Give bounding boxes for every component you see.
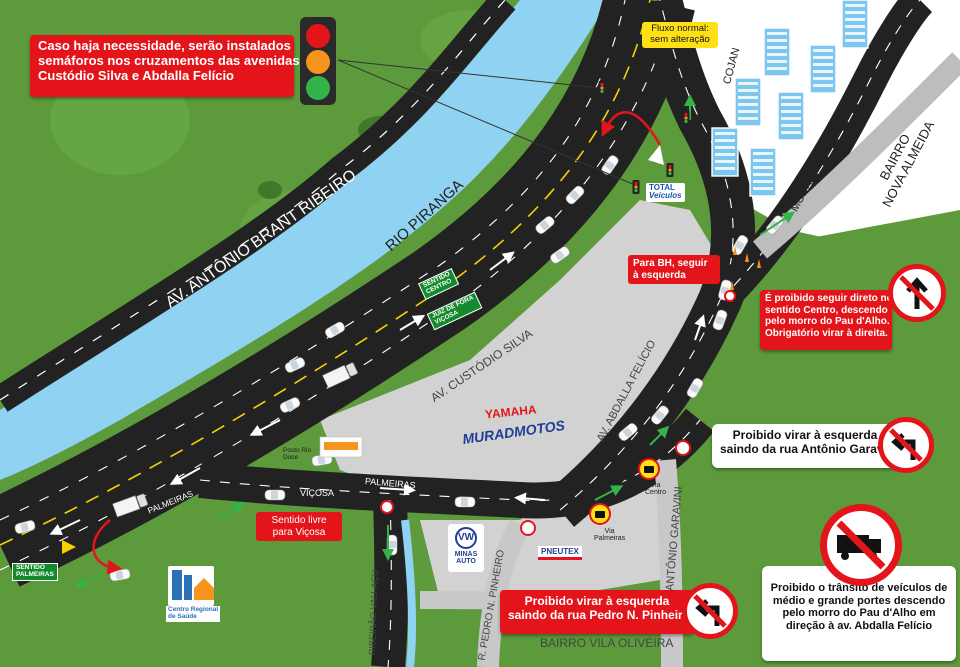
no-trucks-callout: Proibido o trânsito de veículos de médio… — [762, 566, 956, 661]
vw-logo-icon: VW — [455, 527, 477, 549]
no-left-pinheiro-callout: Proibido virar à esquerda saindo da rua … — [500, 590, 694, 634]
no-trucks-icon — [820, 504, 902, 586]
no-left-pinheiro-line: Proibido virar à esquerda — [524, 594, 670, 608]
semaphores-line: semáforos nos cruzamentos das avenidas — [38, 52, 300, 68]
via-centro-line: Centro — [645, 489, 667, 496]
business-minas-auto: VW MINAS AUTO — [448, 524, 484, 572]
no-trucks-line: médio e grande portes descendo — [772, 594, 946, 607]
centro-regional-line: de Saúde — [168, 612, 197, 620]
sentido-palmeiras-line: PALMEIRAS — [16, 570, 54, 578]
sentido-vicosa-line: para Viçosa — [272, 526, 326, 538]
bus-icon — [589, 503, 611, 525]
no-left-garavini-line: saindo da rua Antônio Garavini — [720, 441, 898, 456]
via-centro-label: Via Centro — [645, 482, 666, 496]
minas-auto-line: AUTO — [456, 558, 476, 566]
via-palmeiras-line: Via — [604, 528, 615, 535]
business-centro-regional: Centro Regional de Saúde — [166, 606, 221, 622]
via-centro-line: Via — [650, 482, 661, 489]
para-bh-line: à esquerda — [633, 269, 686, 281]
via-palmeiras-line: Palmeiras — [594, 535, 626, 542]
business-posto-rio-doce: Posto Rio Doce — [283, 447, 312, 462]
no-trucks-line: direção à av. Abdalla Felício — [785, 619, 933, 632]
sentido-palmeiras-line: SENTIDO — [16, 564, 45, 571]
business-pneutex: PNEUTEX — [538, 546, 582, 560]
total-veiculos-line: TOTAL — [649, 183, 675, 192]
no-left-turn-icon — [878, 417, 934, 473]
neighborhood-label-vila-oliveira: BAIRRO VILA OLIVEIRA — [540, 636, 674, 650]
no-left-turn-icon — [682, 583, 738, 639]
para-bh-line: Para BH, seguir — [633, 258, 708, 269]
semaphores-line: Caso haja necessidade, serão instalados — [38, 38, 291, 53]
no-left-turn-icon — [380, 500, 394, 514]
normal-flow-line: sem alteração — [650, 33, 710, 45]
normal-flow-callout: Fluxo normal: sem alteração — [642, 22, 718, 48]
posto-rio-doce-line: Doce — [283, 453, 299, 461]
prohibited-straight-callout: É proibido seguir direto no sentido Cent… — [760, 290, 893, 350]
no-left-garavini-line: Proibido virar à esquerda — [732, 428, 878, 442]
normal-flow-line: Fluxo normal: — [651, 23, 709, 34]
sentido-palmeiras-sign: SENTIDO PALMEIRAS — [12, 563, 58, 581]
sentido-vicosa-callout: Sentido livre para Viçosa — [256, 512, 342, 541]
prohibited-straight-line: sentido Centro, descendo — [765, 304, 888, 316]
semaphores-callout: Caso haja necessidade, serão instalados … — [30, 35, 300, 97]
semaphores-line: Custódio Silva e Abdalla Felício — [38, 67, 235, 83]
centro-regional-line: Centro Regional — [168, 606, 219, 613]
bus-icon — [638, 458, 660, 480]
street-label-vicosa: VIÇOSA — [300, 488, 335, 498]
no-left-turn-icon — [675, 440, 691, 456]
business-total-veiculos: TOTAL Veículos — [646, 183, 685, 202]
minas-auto-line: MINAS — [454, 551, 478, 558]
prohibited-straight-line: pelo morro do Pau d'Alho. — [765, 316, 890, 327]
prohibited-straight-line: É proibido seguir direto no — [765, 293, 893, 304]
sentido-vicosa-line: Sentido livre — [271, 515, 327, 526]
no-left-turn-icon — [520, 520, 536, 536]
no-trucks-line: Proibido o trânsito de veículos de — [770, 582, 948, 594]
total-veiculos-line: Veículos — [649, 191, 682, 201]
posto-rio-doce-line: Posto Rio — [283, 447, 312, 454]
prohibited-straight-line: Obrigatório virar à direita. — [765, 327, 888, 339]
traffic-light-icon — [300, 17, 336, 105]
no-straight-icon — [888, 264, 946, 322]
via-palmeiras-label: Via Palmeiras — [594, 528, 625, 542]
no-trucks-line: pelo morro do Pau d'Alho em — [782, 607, 936, 620]
no-straight-icon — [724, 290, 736, 302]
no-left-garavini-callout: Proibido virar à esquerda saindo da rua … — [712, 424, 898, 468]
para-bh-callout: Para BH, seguir à esquerda — [628, 255, 720, 284]
no-left-pinheiro-line: saindo da rua Pedro N. Pinheiro — [508, 607, 691, 622]
